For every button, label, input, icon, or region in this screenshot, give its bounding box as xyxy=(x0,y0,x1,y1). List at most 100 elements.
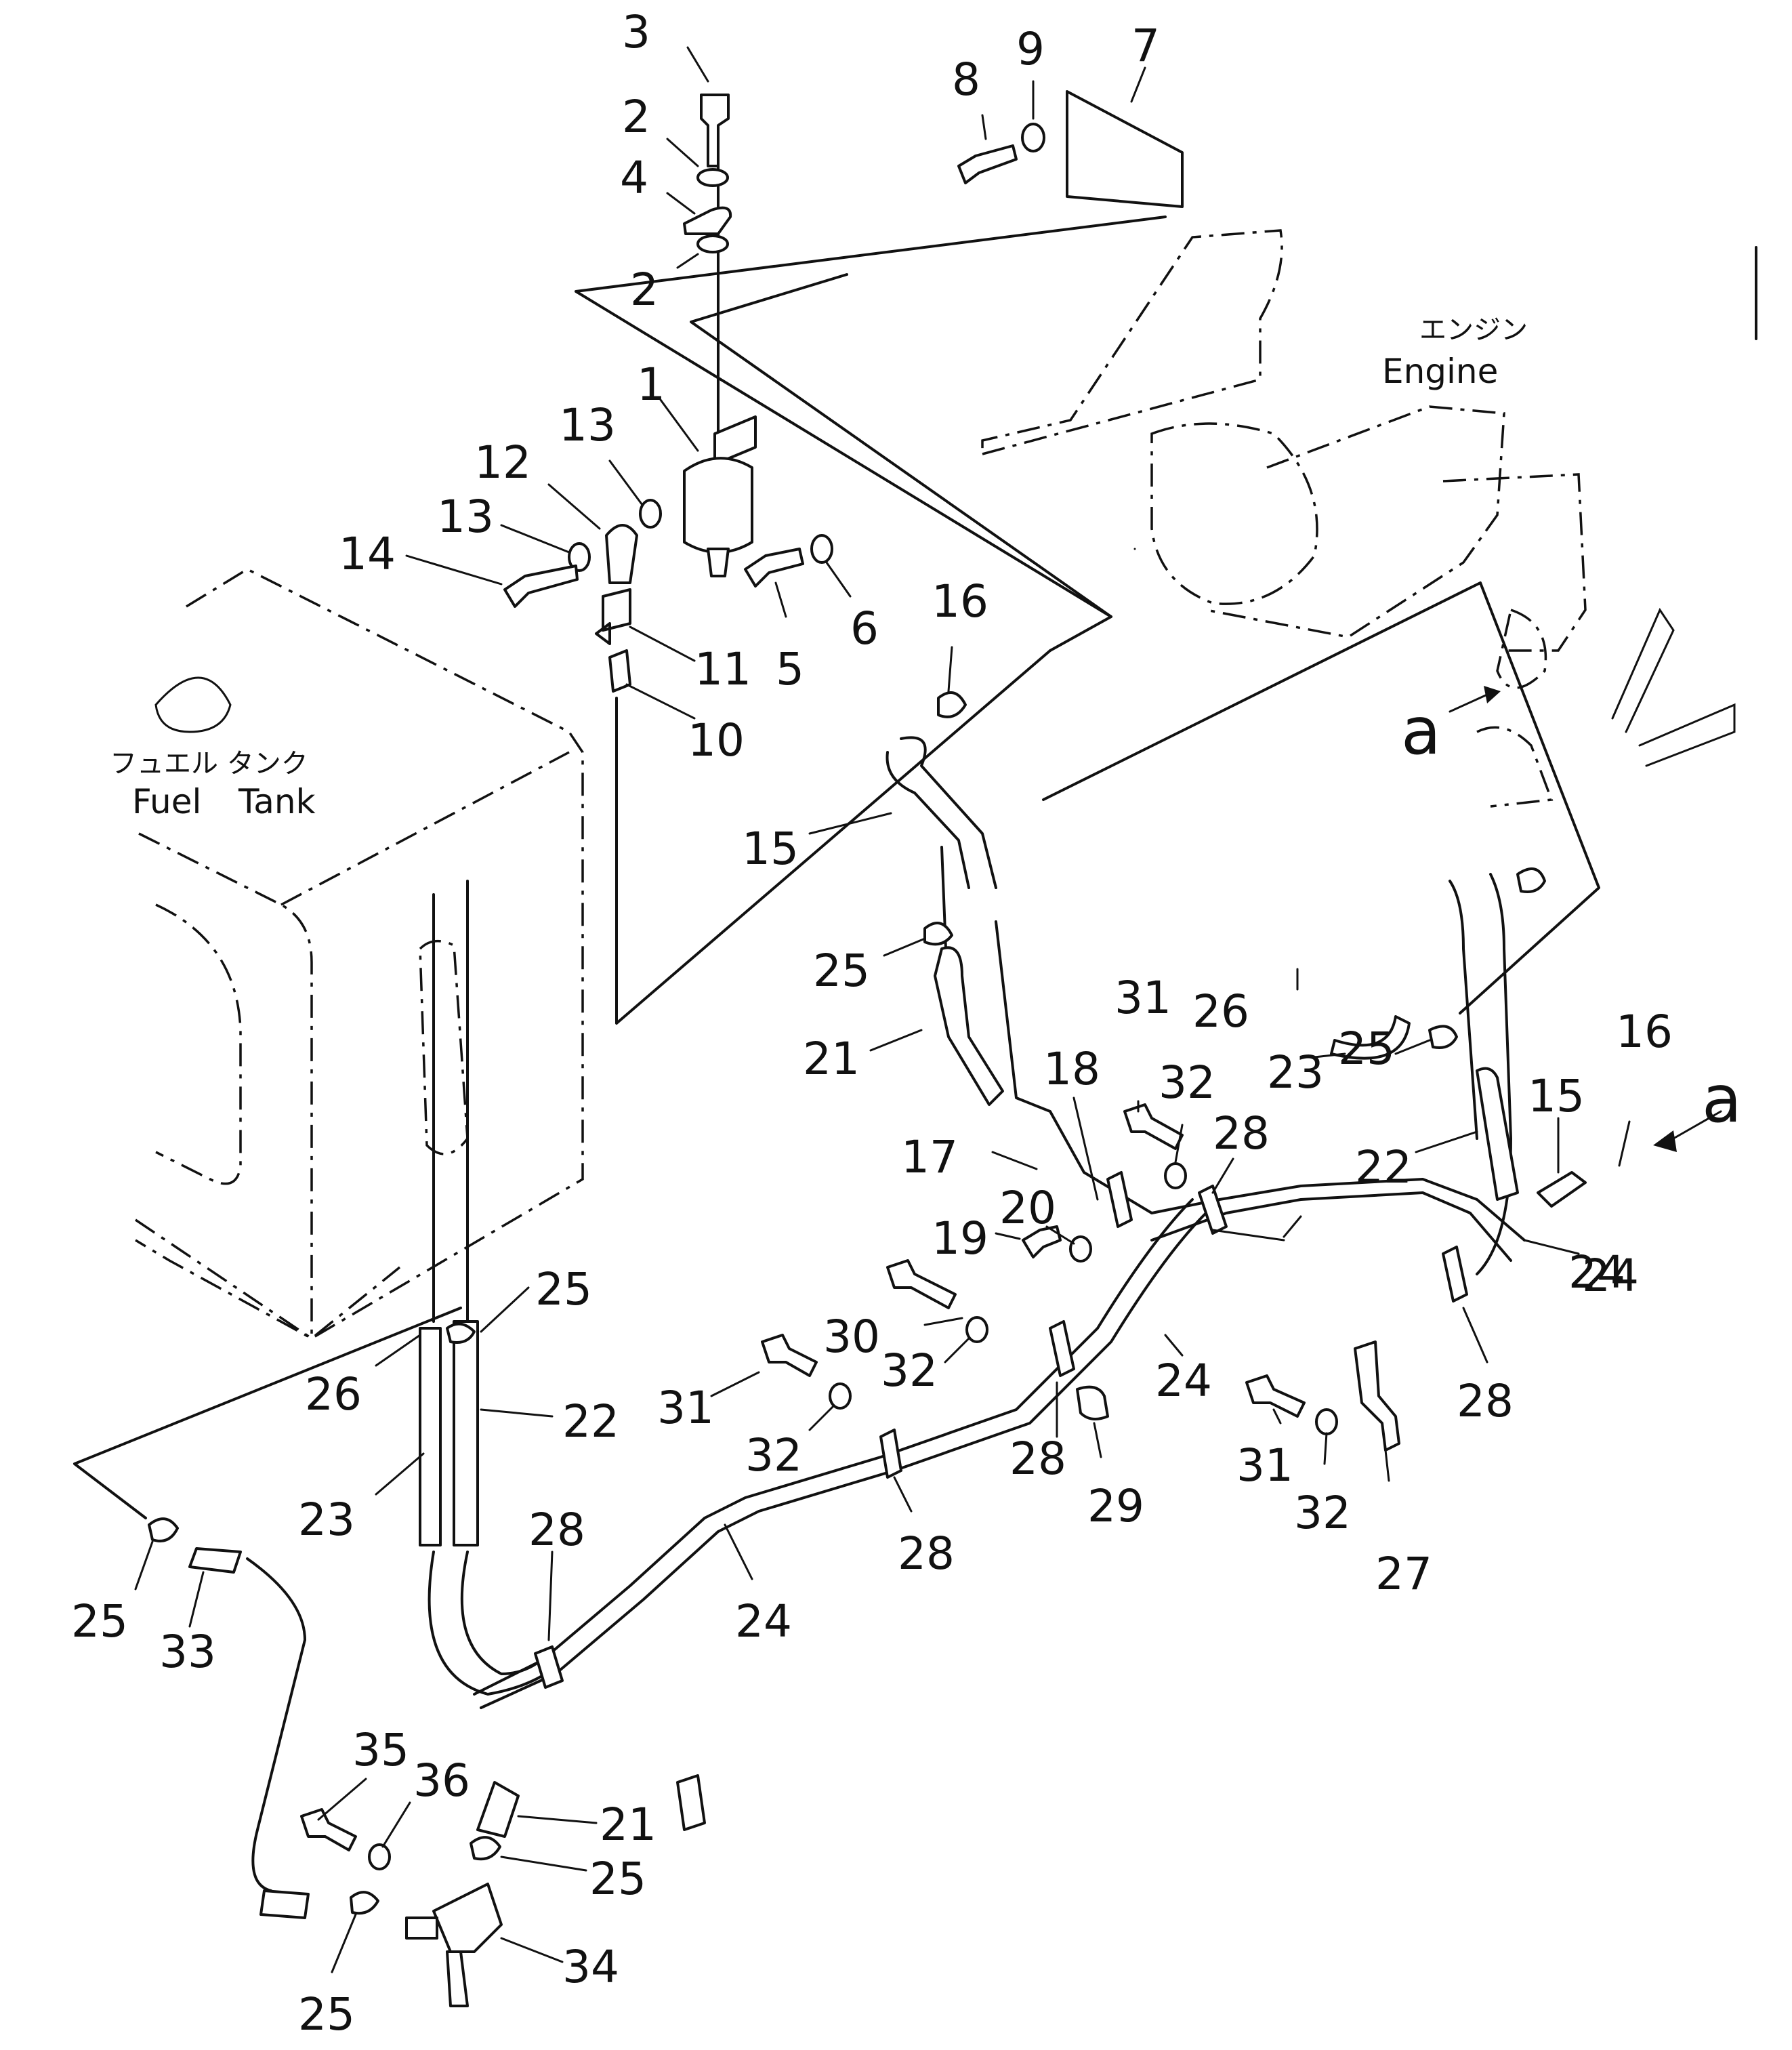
callout-16: 16 xyxy=(932,575,988,628)
callout-15: 15 xyxy=(742,823,799,875)
fitting-34 xyxy=(405,1883,503,2007)
leader-2a xyxy=(666,138,699,167)
hose-15-inner xyxy=(885,751,970,889)
leader-14 xyxy=(405,554,503,586)
leader-32a xyxy=(1174,1124,1184,1164)
engine-pulley xyxy=(1150,422,1318,605)
leader-35 xyxy=(317,1778,367,1821)
callout-24: 24 xyxy=(1582,1250,1639,1302)
fuel-tank-label-en-2: Tank xyxy=(238,782,316,821)
bolt-35 xyxy=(300,1808,357,1851)
tank-window-right xyxy=(419,939,469,1155)
leader-36 xyxy=(381,1801,411,1848)
fasteners xyxy=(300,1103,1338,2007)
callout-32: 32 xyxy=(1294,1487,1351,1539)
engine-fitting xyxy=(1496,608,1547,689)
washer-6 xyxy=(810,534,833,564)
frame-line-bracket xyxy=(690,273,1112,618)
spacer-29 xyxy=(1076,1385,1109,1420)
callout-19: 19 xyxy=(932,1212,988,1265)
callout-26: 26 xyxy=(305,1368,362,1420)
callout-27: 27 xyxy=(1375,1548,1432,1600)
return-pipe-b xyxy=(1449,880,1478,1140)
filter-drain xyxy=(707,548,730,577)
callout-25: 25 xyxy=(298,1988,355,2041)
washer-32-a xyxy=(1164,1162,1187,1189)
tank-front-edge xyxy=(138,832,313,1338)
callout-31: 31 xyxy=(1114,972,1171,1024)
arrow-a-engine xyxy=(1449,693,1488,713)
leader-34 xyxy=(500,1937,564,1963)
hose-21-lower xyxy=(476,1781,520,1838)
leader-5 xyxy=(774,581,787,618)
leader-2b xyxy=(676,253,699,269)
callout-13: 13 xyxy=(437,491,494,543)
leader-28c-r xyxy=(1283,1215,1302,1238)
leader-26b xyxy=(375,1334,421,1367)
leader-15 xyxy=(808,812,892,835)
tank-window-left xyxy=(155,903,242,1185)
callout-11: 11 xyxy=(694,643,751,695)
connector-10 xyxy=(608,649,631,693)
return-pipe-a xyxy=(1476,873,1512,1275)
hose-routing xyxy=(188,736,1587,1919)
hose-33-end xyxy=(259,1889,310,1919)
leader-8 xyxy=(981,114,987,140)
engine-side xyxy=(1442,473,1587,652)
leader-22b xyxy=(480,1408,554,1418)
tank-top-edge xyxy=(280,751,570,906)
callout-32: 32 xyxy=(881,1345,938,1397)
washer-36 xyxy=(368,1843,391,1870)
leader-11 xyxy=(629,626,696,662)
callout-3: 3 xyxy=(622,6,650,58)
arrow-a-right xyxy=(1672,1110,1722,1140)
leader-33 xyxy=(188,1571,205,1628)
leader-32d xyxy=(1323,1432,1328,1465)
clamp-25-right xyxy=(1428,1025,1458,1049)
arrow-head-right xyxy=(1653,1130,1677,1152)
engine-housing xyxy=(1205,405,1505,638)
leader-25c xyxy=(480,1286,530,1333)
leader-12 xyxy=(547,483,601,530)
tank-cap-icon xyxy=(154,676,232,733)
tank-base xyxy=(135,1218,401,1340)
engine xyxy=(981,229,1736,808)
clamp-16-right xyxy=(1516,867,1546,893)
clamps xyxy=(148,691,1546,1915)
callout-10: 10 xyxy=(688,714,745,766)
callout-9: 9 xyxy=(1016,23,1045,75)
washer-32-c xyxy=(829,1382,852,1410)
leader-32c xyxy=(808,1405,835,1431)
leader-24c xyxy=(724,1523,753,1580)
clamp-16 xyxy=(937,691,967,718)
frame-line-lower xyxy=(73,1307,462,1519)
callout-12: 12 xyxy=(474,436,531,489)
frame-line-right xyxy=(1042,581,1600,1014)
callout-18: 18 xyxy=(1043,1043,1100,1095)
bolt-31-c xyxy=(1245,1374,1306,1418)
hose-23-upper xyxy=(1330,1015,1411,1060)
callout-numbers: 3 2 4 2 8 9 7 1 13 12 13 14 11 10 5 6 16… xyxy=(71,6,1673,2041)
callout-1: 1 xyxy=(637,358,665,411)
callout-26: 26 xyxy=(1192,985,1249,1038)
callout-25: 25 xyxy=(589,1853,646,1905)
callout-4: 4 xyxy=(620,152,648,204)
arrow-head-engine xyxy=(1484,686,1501,703)
washer-20 xyxy=(1069,1235,1092,1263)
washer-2b xyxy=(696,234,729,253)
leader-21a xyxy=(869,1029,923,1052)
callout-5: 5 xyxy=(776,643,804,695)
callout-24: 24 xyxy=(1568,1246,1625,1298)
captions: フュエル タンク Fuel Tank エンジン Engine a a xyxy=(110,314,1742,1137)
callout-25: 25 xyxy=(535,1263,592,1315)
engine-lower xyxy=(1476,726,1554,808)
engine-fan-blades xyxy=(1611,607,1736,767)
callout-28: 28 xyxy=(898,1528,955,1580)
callout-32: 32 xyxy=(745,1429,802,1481)
clamp-25-bottom xyxy=(350,1891,379,1915)
clamp-25-lower xyxy=(470,1836,501,1861)
callout-22: 22 xyxy=(562,1395,619,1448)
clamp-28-c xyxy=(1442,1246,1468,1303)
clamp-28-f xyxy=(534,1645,564,1689)
callout-23: 23 xyxy=(1267,1046,1324,1099)
